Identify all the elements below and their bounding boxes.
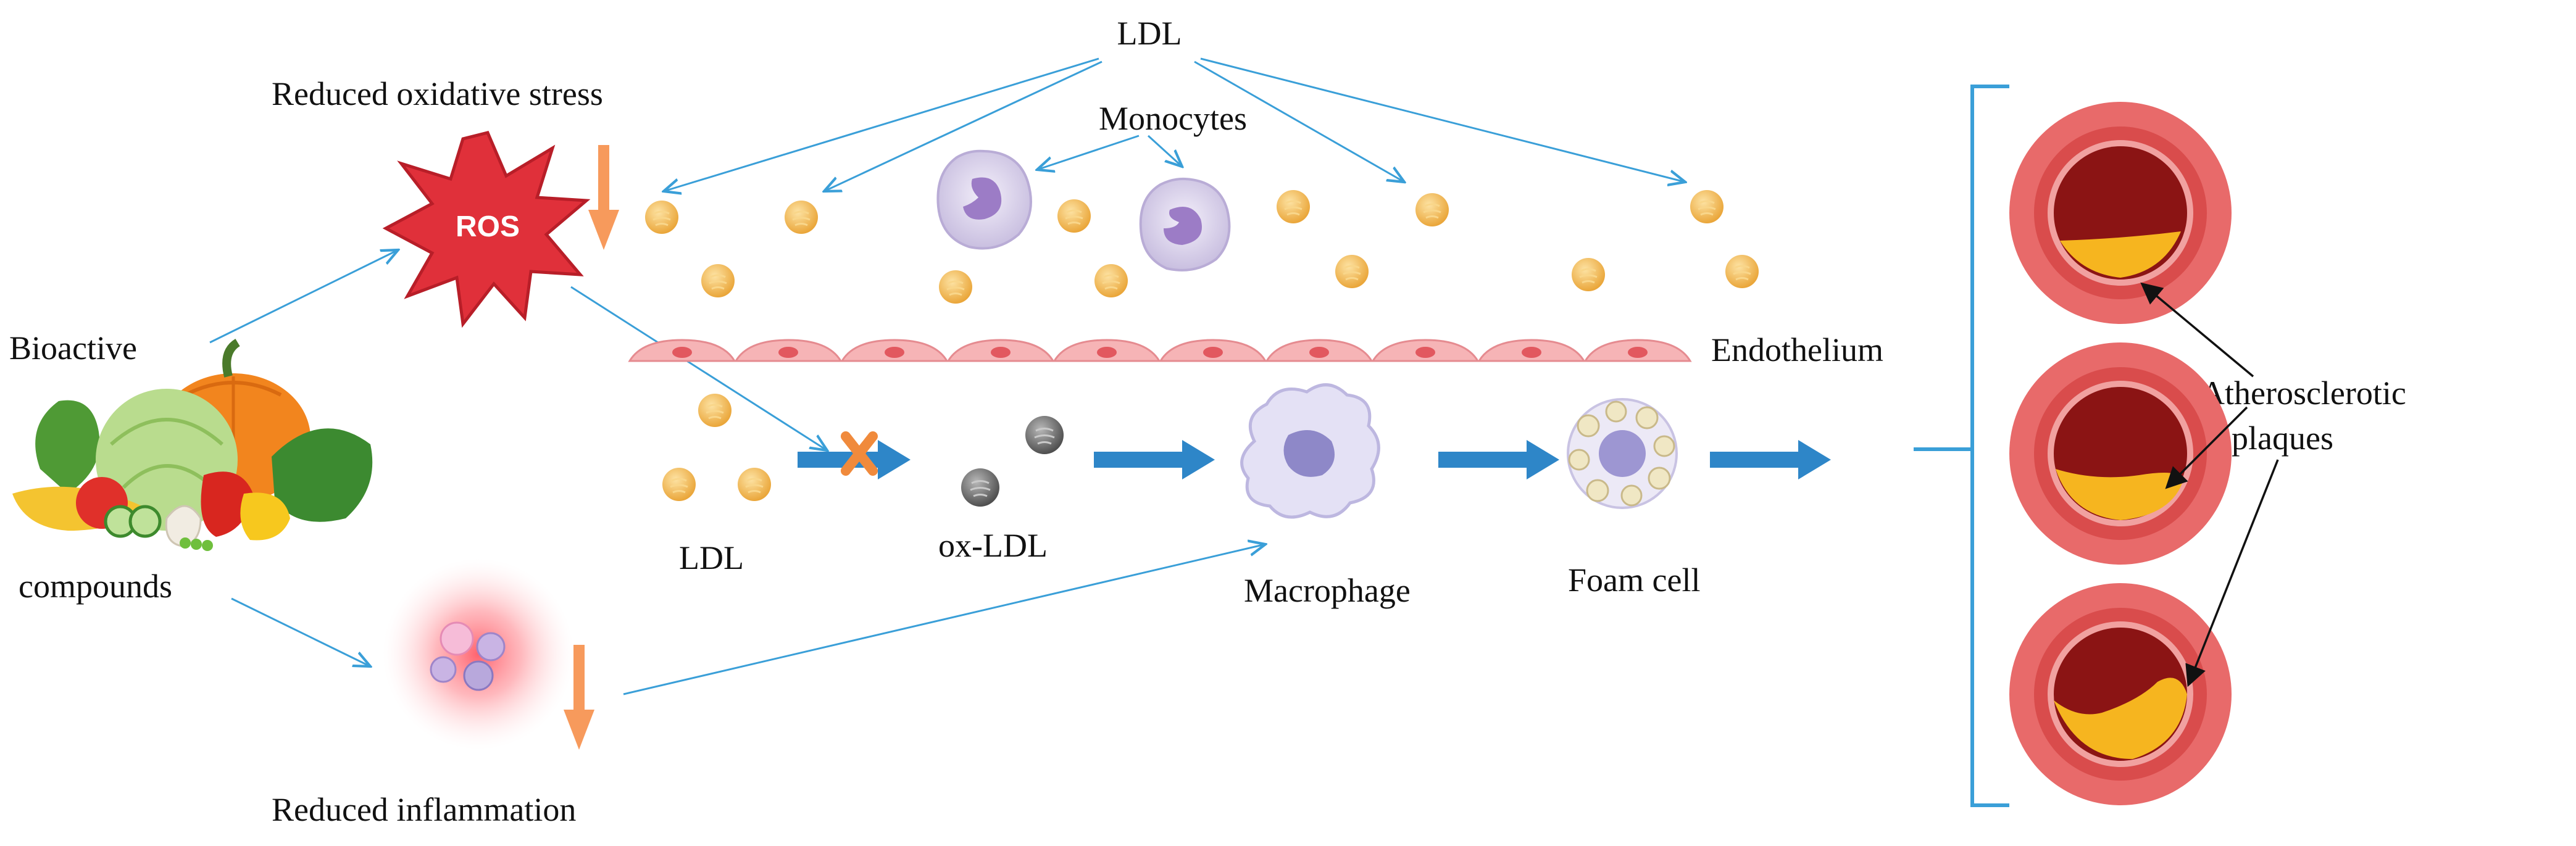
plaque-pointer-3	[2185, 459, 2279, 687]
inflammation-to-macrophage-arrow	[623, 544, 1265, 695]
block-x-icon	[841, 431, 878, 476]
foam-cell-icon	[1567, 398, 1678, 509]
atherosclerotic-label: Atherosclerotic	[2201, 375, 2406, 412]
ldl-top-label: LDL	[1117, 15, 1182, 52]
foam-cell-label: Foam cell	[1568, 562, 1700, 599]
monocyte-arrow-right	[1147, 135, 1182, 167]
bracket	[1914, 85, 2009, 807]
monocytes-label: Monocytes	[1099, 100, 1247, 137]
foamcell-to-plaque-arrow	[1710, 440, 1831, 479]
bioactive-label: Bioactive	[9, 330, 137, 367]
flow-arrows	[798, 440, 1831, 479]
ldl-arrow-2	[824, 60, 1103, 191]
ox-ldl-particles	[960, 415, 1065, 508]
compounds-label: compounds	[19, 568, 172, 605]
monocyte-arrow-left	[1037, 135, 1140, 170]
bioactive-to-inflammation-arrow	[231, 597, 370, 666]
oxldl-to-macrophage-arrow	[1094, 440, 1215, 479]
plaque-pointer-2	[2165, 406, 2248, 489]
inflammation-decrease-arrow	[564, 645, 594, 750]
reduced-oxidative-stress-label: Reduced oxidative stress	[272, 75, 603, 112]
ldl-arrow-3	[1194, 60, 1404, 182]
ldl-bottom-label: LDL	[679, 539, 744, 576]
ldl-arrow-4	[1200, 57, 1685, 182]
artery-cross-section-1	[2009, 102, 2232, 324]
artery-cross-section-3	[2009, 583, 2232, 805]
artery-cross-section-2	[2009, 342, 2232, 565]
ox-ldl-label: ox-LDL	[938, 527, 1048, 564]
plaques-label: plaques	[2232, 420, 2333, 457]
ldl-arrow-1	[664, 57, 1099, 191]
endothelium-label: Endothelium	[1711, 331, 1883, 368]
ros-to-ldl-arrow	[570, 286, 827, 450]
plaque-pointer-1	[2140, 282, 2254, 378]
vegetables-icon	[12, 338, 373, 551]
connector-lines	[209, 57, 1685, 695]
macrophage-to-foamcell-arrow	[1438, 440, 1559, 479]
ldl-particles-intima	[661, 392, 772, 502]
inflammation-cells-icon	[383, 558, 574, 750]
reduced-inflammation-label: Reduced inflammation	[272, 791, 576, 828]
ros-label: ROS	[456, 210, 520, 243]
macrophage-label: Macrophage	[1244, 572, 1411, 609]
bioactive-to-ros-arrow	[209, 250, 398, 344]
monocyte-cell-icon	[936, 149, 1231, 272]
plaque-pointer-arrows	[2140, 282, 2279, 687]
oxidative-stress-decrease-arrow	[588, 145, 619, 250]
macrophage-cell-icon	[1240, 383, 1380, 519]
ros-starburst-icon: ROS	[382, 131, 591, 328]
endothelium-layer	[628, 339, 1691, 362]
